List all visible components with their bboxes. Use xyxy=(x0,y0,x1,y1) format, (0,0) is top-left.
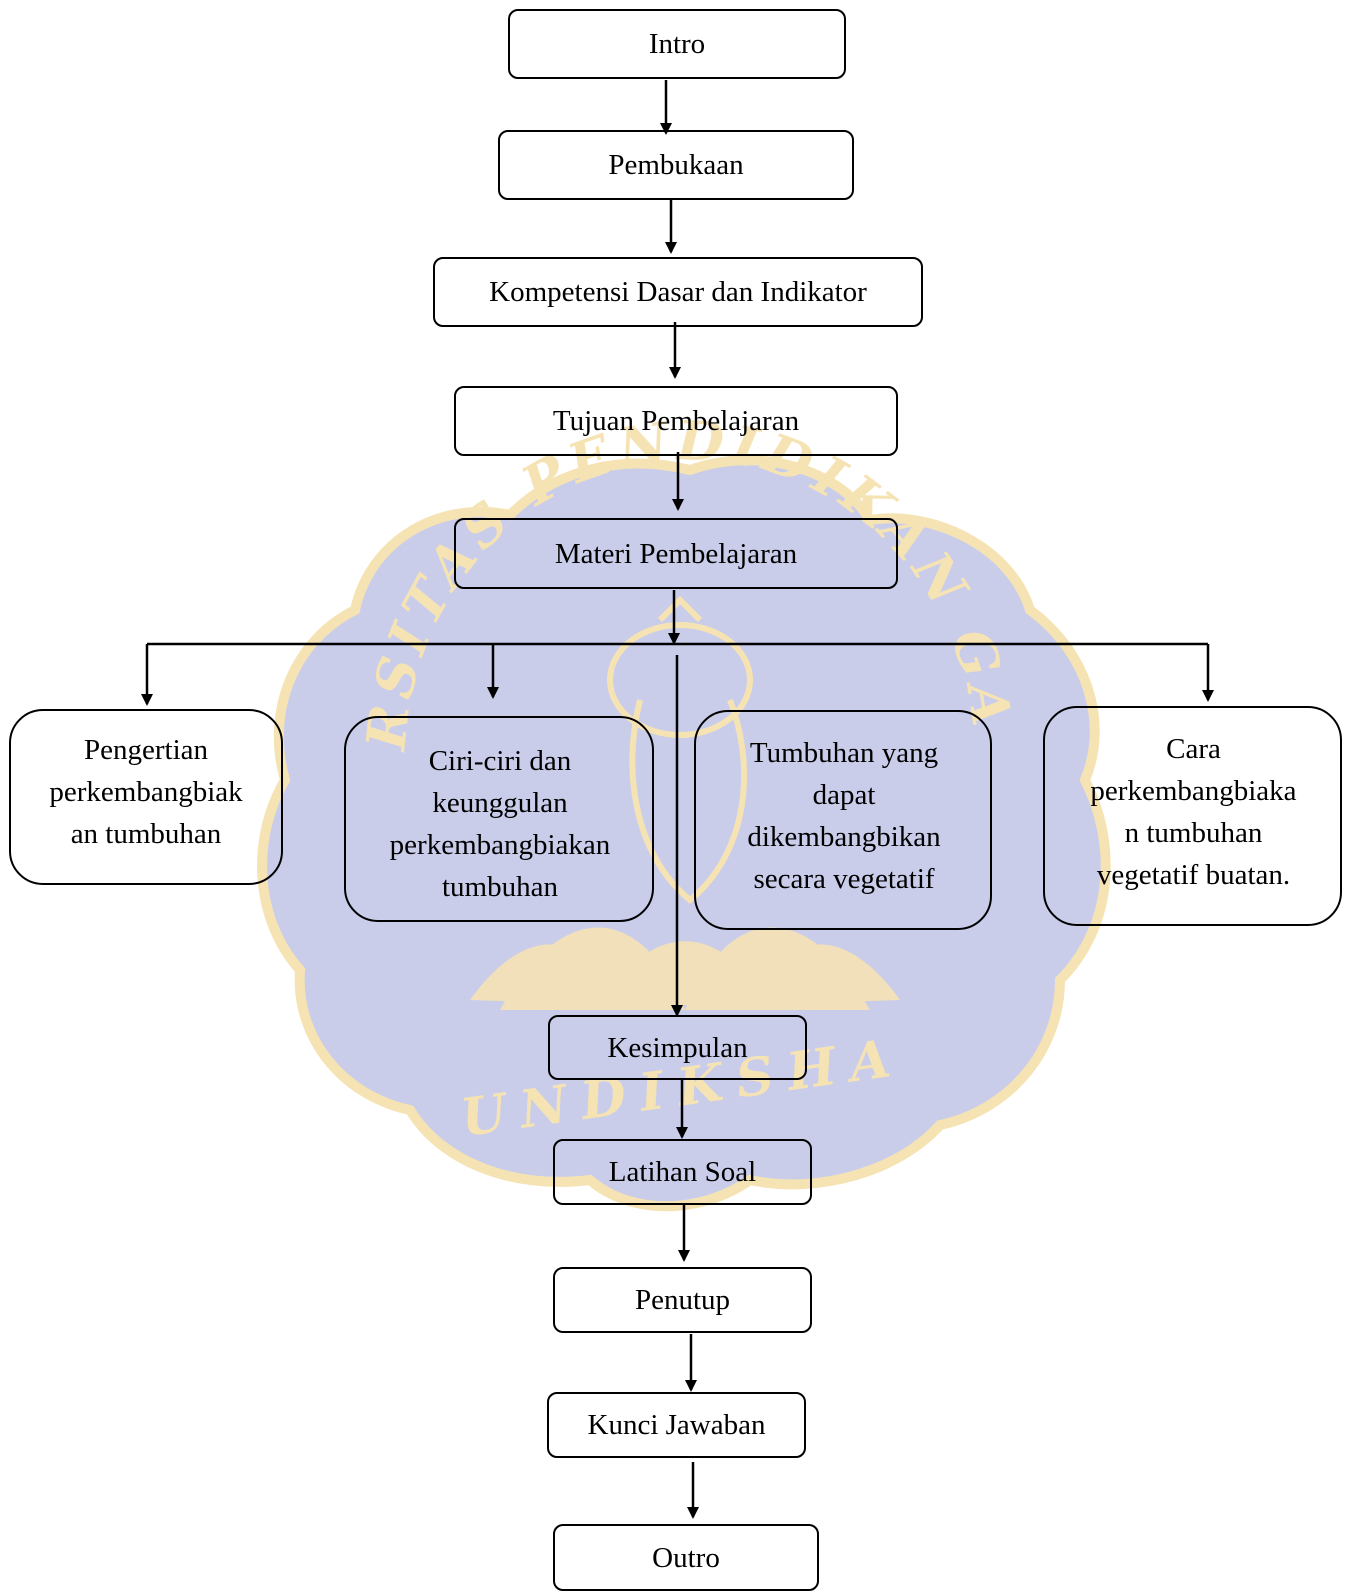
node-tujuan: Tujuan Pembelajaran xyxy=(454,386,898,456)
watermark-figure-icon xyxy=(607,595,753,904)
node-branch-ciri: Ciri-ciri dan keunggulan perkembangbiaka… xyxy=(344,716,654,922)
watermark-petal-shape xyxy=(257,455,1111,1212)
node-intro: Intro xyxy=(508,9,846,79)
node-pembukaan-label: Pembukaan xyxy=(608,149,744,181)
node-tujuan-label: Tujuan Pembelajaran xyxy=(552,405,800,437)
node-branch-cara-label: Cara perkembangbiaka n tumbuhan vegetati… xyxy=(1090,733,1297,891)
node-branch-pengertian: Pengertian perkembangbiak an tumbuhan xyxy=(9,709,283,885)
node-kunci: Kunci Jawaban xyxy=(547,1392,806,1458)
node-branch-pengertian-label: Pengertian perkembangbiak an tumbuhan xyxy=(49,734,243,850)
node-outro-label: Outro xyxy=(652,1541,720,1574)
node-kesimpulan-label: Kesimpulan xyxy=(607,1031,748,1064)
node-branch-ciri-label: Ciri-ciri dan keunggulan perkembangbiaka… xyxy=(389,745,611,903)
node-materi: Materi Pembelajaran xyxy=(454,518,898,589)
node-materi-label: Materi Pembelajaran xyxy=(554,537,798,570)
node-branch-tumbuhan-label: Tumbuhan yang dapat dikembangbikan secar… xyxy=(747,737,941,895)
node-branch-tumbuhan: Tumbuhan yang dapat dikembangbikan secar… xyxy=(694,710,992,930)
node-latihan: Latihan Soal xyxy=(553,1139,812,1205)
node-outro: Outro xyxy=(553,1524,819,1591)
node-kunci-label: Kunci Jawaban xyxy=(587,1409,766,1441)
node-kompetensi: Kompetensi Dasar dan Indikator xyxy=(433,257,923,327)
node-branch-cara: Cara perkembangbiaka n tumbuhan vegetati… xyxy=(1043,706,1342,926)
node-pembukaan: Pembukaan xyxy=(498,130,854,200)
node-intro-label: Intro xyxy=(648,28,706,60)
node-penutup: Penutup xyxy=(553,1267,812,1333)
node-kesimpulan: Kesimpulan xyxy=(548,1015,807,1080)
watermark-lotus-icon xyxy=(470,927,900,1010)
node-penutup-label: Penutup xyxy=(634,1284,731,1316)
node-latihan-label: Latihan Soal xyxy=(608,1156,757,1188)
node-kompetensi-label: Kompetensi Dasar dan Indikator xyxy=(489,276,867,308)
